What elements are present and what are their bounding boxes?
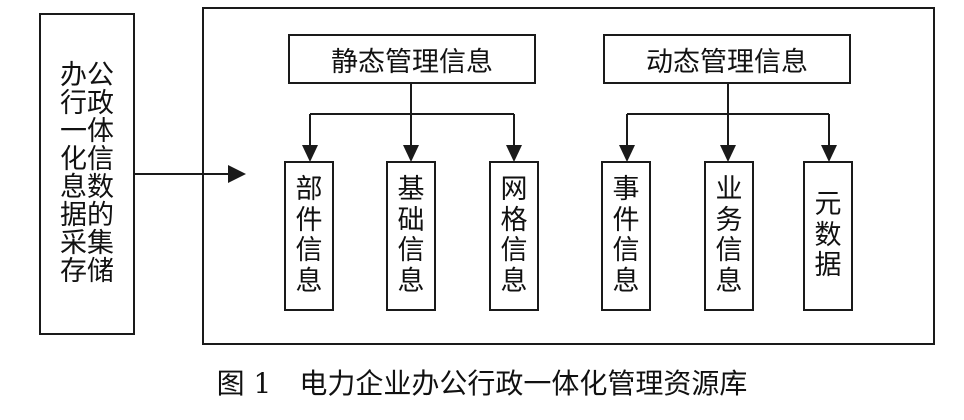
figure-title: 电力企业办公行政一体化管理资源库: [299, 367, 748, 400]
static-arrowhead-3: [506, 145, 522, 162]
data-collection-line: 化信: [60, 143, 114, 175]
label-character: 息: [500, 265, 528, 297]
label-character: 信: [500, 235, 528, 266]
dynamic-management-header: 动态管理信息: [603, 34, 851, 84]
label-character: 信: [715, 235, 743, 266]
metadata-box: 元数据: [803, 161, 853, 311]
label-character: 息: [612, 265, 640, 297]
label-character: 元: [814, 189, 842, 221]
data-collection-line: 息数: [60, 172, 114, 203]
event-info-label: 事件信息: [603, 163, 649, 309]
data-collection-box: 办公行政一体化信息数据的采集存储: [39, 13, 135, 335]
data-collection-line: 存储: [60, 256, 114, 288]
label-character: 信: [397, 235, 425, 266]
label-character: 部: [295, 174, 323, 205]
business-info-label: 业务信息: [706, 163, 752, 309]
data-collection-line: 行政: [60, 87, 114, 119]
dynamic-management-title: 动态管理信息: [646, 46, 808, 78]
dynamic-arrowhead-2: [720, 145, 736, 162]
static-management-header: 静态管理信息: [288, 34, 536, 84]
basic-info-box: 基础信息: [386, 161, 436, 311]
label-character: 件: [295, 204, 323, 236]
data-collection-line: 据的: [60, 200, 114, 232]
grid-info-box: 网格信息: [489, 161, 539, 311]
label-character: 事: [612, 174, 640, 205]
static-management-title: 静态管理信息: [331, 46, 493, 78]
label-character: 业: [715, 174, 743, 205]
label-character: 信: [295, 235, 323, 266]
metadata-label: 元数据: [805, 163, 851, 309]
label-character: 基: [397, 174, 425, 205]
data-collection-line: 办公: [60, 59, 114, 91]
figure-number: 图 1: [216, 367, 272, 400]
dynamic-arrowhead-1: [619, 145, 635, 162]
label-character: 础: [397, 204, 425, 236]
grid-info-label: 网格信息: [491, 163, 537, 309]
input-arrowhead: [228, 165, 246, 183]
component-info-box: 部件信息: [284, 161, 334, 311]
event-info-box: 事件信息: [601, 161, 651, 311]
label-character: 息: [715, 265, 743, 297]
label-character: 信: [612, 235, 640, 266]
dynamic-arrowhead-3: [821, 145, 837, 162]
label-character: 息: [397, 265, 425, 297]
static-arrowhead-2: [403, 145, 419, 162]
basic-info-label: 基础信息: [388, 163, 434, 309]
business-info-box: 业务信息: [704, 161, 754, 311]
label-character: 务: [715, 204, 743, 236]
data-collection-line: 采集: [60, 228, 114, 260]
label-character: 据: [814, 250, 842, 282]
label-character: 格: [500, 204, 528, 236]
figure-caption: 图 1 电力企业办公行政一体化管理资源库: [0, 358, 964, 406]
data-collection-label: 办公行政一体化信息数据的采集存储: [41, 15, 133, 333]
label-character: 网: [500, 174, 528, 205]
static-arrowhead-1: [302, 145, 318, 162]
label-character: 件: [612, 204, 640, 236]
label-character: 息: [295, 265, 323, 297]
component-info-label: 部件信息: [286, 163, 332, 309]
data-collection-line: 一体: [60, 115, 114, 147]
label-character: 数: [814, 219, 842, 251]
